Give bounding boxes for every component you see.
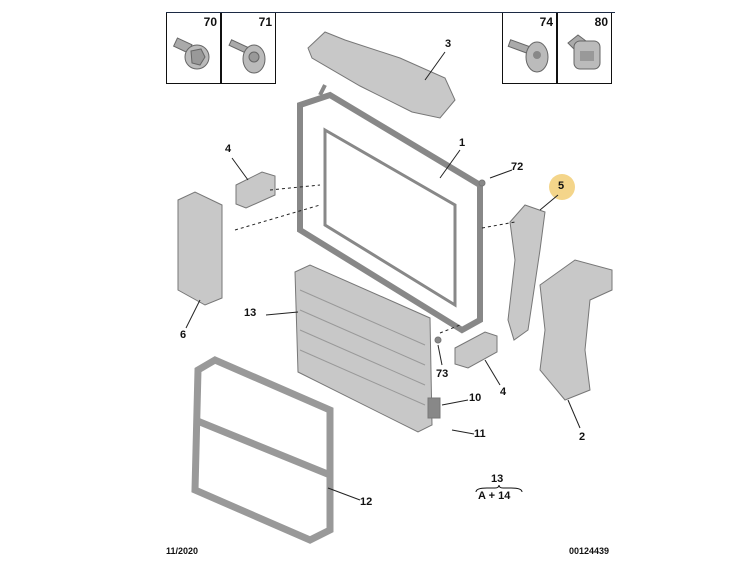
part-ref: 74 bbox=[539, 15, 553, 29]
part-4-bracket-right bbox=[454, 331, 498, 369]
torx-bolt-icon bbox=[507, 39, 549, 73]
leader-lines bbox=[185, 51, 581, 501]
assembly-note-top: 13 bbox=[491, 473, 504, 485]
callout-2: 2 bbox=[579, 431, 586, 443]
part-4-bracket-left bbox=[235, 171, 276, 209]
callout-73: 73 bbox=[436, 368, 449, 380]
part-13-shutter bbox=[294, 264, 433, 433]
callout-3: 3 bbox=[445, 38, 452, 50]
dashed-guides bbox=[234, 184, 516, 334]
diagram-number: 00124439 bbox=[569, 546, 610, 556]
callout-6: 6 bbox=[180, 329, 187, 341]
callout-5: 5 bbox=[558, 180, 565, 192]
fastener-box-70[interactable]: 70 bbox=[166, 13, 221, 84]
part-ref: 70 bbox=[203, 15, 217, 29]
header-rule bbox=[166, 12, 615, 13]
part-2-air-duct bbox=[539, 259, 613, 401]
part-1-front-panel bbox=[297, 91, 483, 334]
part-10-sensor bbox=[427, 397, 441, 419]
callout-10: 10 bbox=[469, 392, 482, 404]
hex-flange-bolt-icon bbox=[172, 37, 210, 70]
diagram-date: 11/2020 bbox=[166, 546, 199, 556]
fastener-box-74[interactable]: 74 bbox=[502, 13, 557, 84]
callout-11: 11 bbox=[474, 428, 486, 440]
highlight-marker bbox=[549, 174, 575, 200]
part-ref: 71 bbox=[258, 15, 272, 29]
callout-1: 1 bbox=[459, 137, 466, 149]
callout-72: 72 bbox=[511, 161, 524, 173]
assembly-note-bottom: A + 14 bbox=[478, 490, 511, 502]
part-12-lower-frame bbox=[191, 356, 334, 544]
washer-bolt-icon bbox=[228, 39, 266, 74]
callout-4-right: 4 bbox=[500, 386, 507, 398]
callout-13: 13 bbox=[244, 307, 257, 319]
part-5-bracket-right bbox=[507, 204, 546, 341]
clip-nut-icon bbox=[567, 34, 601, 70]
part-73-bolt bbox=[434, 336, 442, 344]
part-ref: 80 bbox=[594, 15, 608, 29]
part-3-upper-cover bbox=[307, 31, 456, 119]
fastener-box-71[interactable]: 71 bbox=[221, 13, 276, 84]
part-72-bolt bbox=[478, 179, 486, 187]
part-6-side-panel bbox=[177, 191, 223, 306]
callout-12: 12 bbox=[360, 496, 373, 508]
fastener-box-80[interactable]: 80 bbox=[557, 13, 612, 84]
callout-4-left: 4 bbox=[225, 143, 232, 155]
brace-icon bbox=[475, 485, 523, 493]
